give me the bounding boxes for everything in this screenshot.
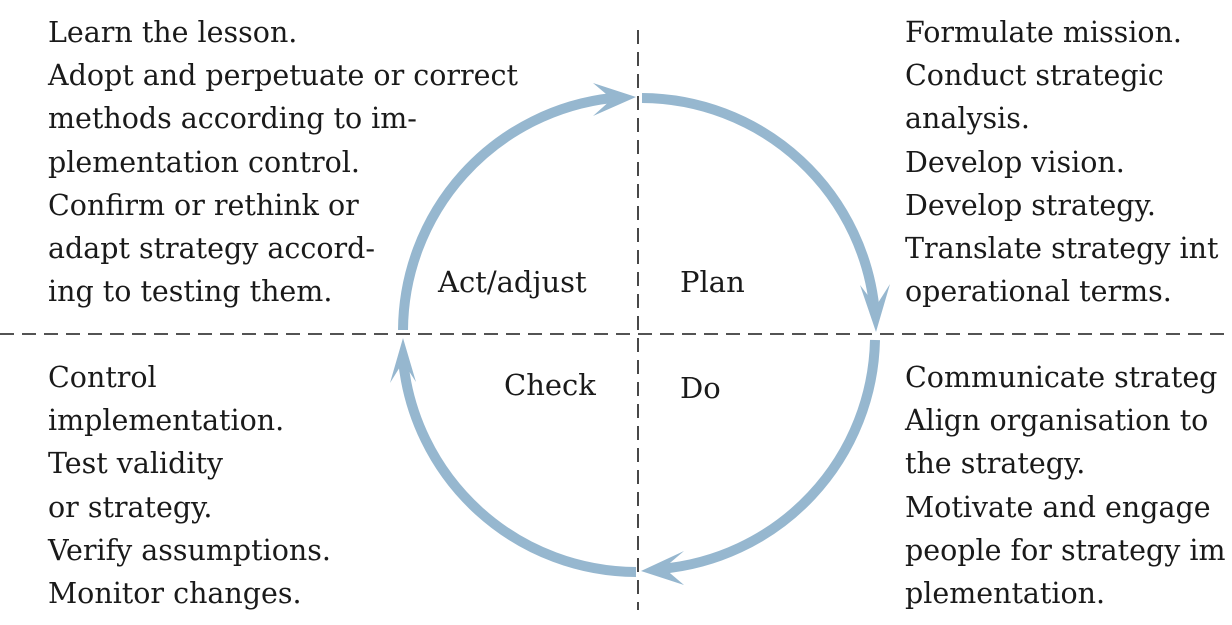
plan-line: Formulate mission. — [905, 16, 1182, 49]
do-line: Align organisation to — [905, 404, 1209, 438]
arrowhead-do — [641, 551, 684, 585]
plan-label: Plan — [680, 265, 745, 299]
act-adjust-description: Learn the lesson. Adopt and perpetuate o… — [48, 11, 518, 313]
plan-line: Develop vision. — [905, 145, 1125, 179]
act-arc — [398, 93, 613, 331]
plan-line: Translate strategy int — [905, 232, 1219, 266]
plan-arc — [641, 93, 880, 315]
arrowheads — [390, 83, 890, 585]
act-line: adapt strategy accord- — [48, 232, 375, 266]
check-line: Monitor changes. — [48, 577, 302, 611]
arrowhead-check — [390, 338, 416, 383]
check-line: or strategy. — [48, 490, 213, 524]
act-line: Learn the lesson. — [48, 16, 298, 49]
check-line: implementation. — [48, 404, 285, 438]
check-line: Test validity — [48, 447, 224, 481]
do-line: plementation. — [905, 577, 1106, 611]
plan-line: Conduct strategic — [905, 59, 1164, 93]
plan-line: operational terms. — [905, 275, 1172, 309]
act-line: Confirm or rethink or — [48, 188, 359, 222]
do-arc — [659, 339, 880, 574]
cycle-arrows — [398, 93, 880, 577]
act-line: Adopt and perpetuate or correct — [48, 59, 518, 93]
act-adjust-label: Act/adjust — [438, 265, 587, 299]
plan-line: Develop strategy. — [905, 188, 1156, 222]
check-description: Control implementation. Test validity or… — [48, 356, 331, 615]
do-line: people for strategy im — [905, 533, 1226, 567]
check-arc — [398, 359, 637, 577]
plan-description: Formulate mission. Conduct strategic ana… — [905, 11, 1218, 313]
check-line: Verify assumptions. — [48, 533, 331, 567]
act-line: plementation control. — [48, 145, 360, 179]
do-label: Do — [680, 371, 721, 405]
plan-line: analysis. — [905, 102, 1030, 136]
act-line: methods according to im- — [48, 102, 417, 136]
do-line: the strategy. — [905, 447, 1086, 481]
check-line: Control — [48, 361, 157, 394]
check-label: Check — [504, 368, 596, 402]
do-description: Communicate strateg Align organisation t… — [905, 356, 1226, 615]
arrowhead-act — [593, 83, 636, 116]
do-line: Motivate and engage — [905, 490, 1211, 524]
act-line: ing to testing them. — [48, 275, 333, 309]
do-line: Communicate strateg — [905, 361, 1218, 394]
arrowhead-plan — [860, 284, 890, 332]
